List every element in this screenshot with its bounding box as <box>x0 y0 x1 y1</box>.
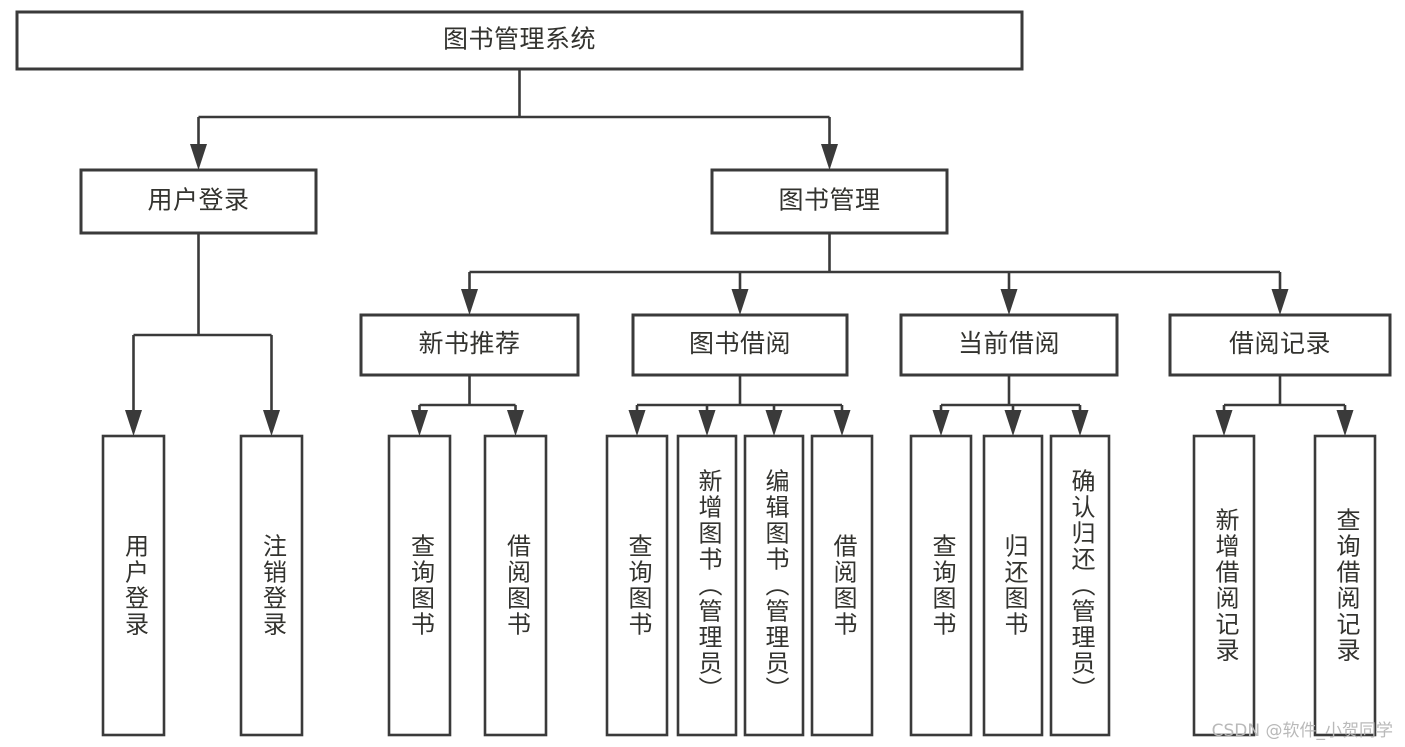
node-label: 图书管理 <box>778 186 880 215</box>
node-label: 查询图书 <box>407 534 435 638</box>
node-box <box>909 434 973 737</box>
node-label: 图书管理系统 <box>443 25 596 54</box>
node-box <box>676 434 738 737</box>
node-box <box>605 434 669 737</box>
node-leaf_edit_book[interactable]: 编辑图书（管理员） <box>743 434 805 737</box>
node-borrow_record[interactable]: 借阅记录 <box>1168 313 1392 377</box>
node-box <box>1049 434 1111 737</box>
node-label: 查询图书 <box>928 534 956 638</box>
node-label: 编辑图书（管理员） <box>761 469 789 703</box>
node-leaf_q_book_3[interactable]: 查询图书 <box>909 434 973 737</box>
node-label: 新增借阅记录 <box>1211 508 1239 664</box>
connector-new_book_rec <box>411 375 524 436</box>
node-user_login[interactable]: 用户登录 <box>79 168 318 235</box>
node-box <box>899 313 1119 377</box>
node-label: 用户登录 <box>121 534 149 638</box>
connector-borrow_record <box>1215 375 1354 436</box>
node-leaf_ret_book[interactable]: 归还图书 <box>982 434 1044 737</box>
node-box <box>359 313 580 377</box>
connector-user_login <box>125 233 280 436</box>
node-box <box>810 434 874 737</box>
node-label: 注销登录 <box>259 534 287 638</box>
node-layer: 图书管理系统用户登录图书管理新书推荐图书借阅当前借阅借阅记录用户登录注销登录查询… <box>15 10 1392 737</box>
node-leaf_add_rec[interactable]: 新增借阅记录 <box>1192 434 1256 737</box>
node-label: 借阅图书 <box>829 534 857 638</box>
node-box <box>710 168 949 235</box>
node-box <box>1313 434 1377 737</box>
node-label: 图书借阅 <box>689 329 791 358</box>
node-leaf_login[interactable]: 用户登录 <box>101 434 166 737</box>
node-leaf_logout[interactable]: 注销登录 <box>239 434 304 737</box>
node-leaf_q_book_1[interactable]: 查询图书 <box>387 434 452 737</box>
node-box <box>101 434 166 737</box>
node-box <box>1168 313 1392 377</box>
node-book_borrow[interactable]: 图书借阅 <box>631 313 849 377</box>
node-label: 用户登录 <box>147 186 249 215</box>
edge-layer <box>125 69 1354 436</box>
connector-root <box>190 69 838 170</box>
node-leaf_conf_ret[interactable]: 确认归还（管理员） <box>1049 434 1111 737</box>
node-leaf_add_book[interactable]: 新增图书（管理员） <box>676 434 738 737</box>
node-cur_borrow[interactable]: 当前借阅 <box>899 313 1119 377</box>
node-leaf_q_book_2[interactable]: 查询图书 <box>605 434 669 737</box>
node-label: 当前借阅 <box>958 329 1060 358</box>
node-box <box>743 434 805 737</box>
node-box <box>631 313 849 377</box>
node-box <box>239 434 304 737</box>
node-box <box>79 168 318 235</box>
node-label: 查询借阅记录 <box>1332 508 1360 664</box>
node-box <box>982 434 1044 737</box>
connector-cur_borrow <box>932 375 1089 436</box>
node-leaf_bor_book_1[interactable]: 借阅图书 <box>483 434 548 737</box>
node-leaf_bor_book_2[interactable]: 借阅图书 <box>810 434 874 737</box>
connector-book_borrow <box>628 375 851 436</box>
node-label: 归还图书 <box>1000 534 1028 638</box>
node-leaf_q_rec[interactable]: 查询借阅记录 <box>1313 434 1377 737</box>
node-label: 新增图书（管理员） <box>694 469 722 703</box>
node-root[interactable]: 图书管理系统 <box>15 10 1024 71</box>
node-box <box>1192 434 1256 737</box>
node-label: 查询图书 <box>624 534 652 638</box>
node-label: 借阅图书 <box>503 534 531 638</box>
node-box <box>387 434 452 737</box>
node-book_manage[interactable]: 图书管理 <box>710 168 949 235</box>
node-label: 新书推荐 <box>418 329 520 358</box>
node-box <box>15 10 1024 71</box>
node-box <box>483 434 548 737</box>
node-label: 借阅记录 <box>1229 329 1331 358</box>
node-label: 确认归还（管理员） <box>1067 469 1095 703</box>
connector-book_manage <box>461 233 1289 315</box>
node-new_book_rec[interactable]: 新书推荐 <box>359 313 580 377</box>
